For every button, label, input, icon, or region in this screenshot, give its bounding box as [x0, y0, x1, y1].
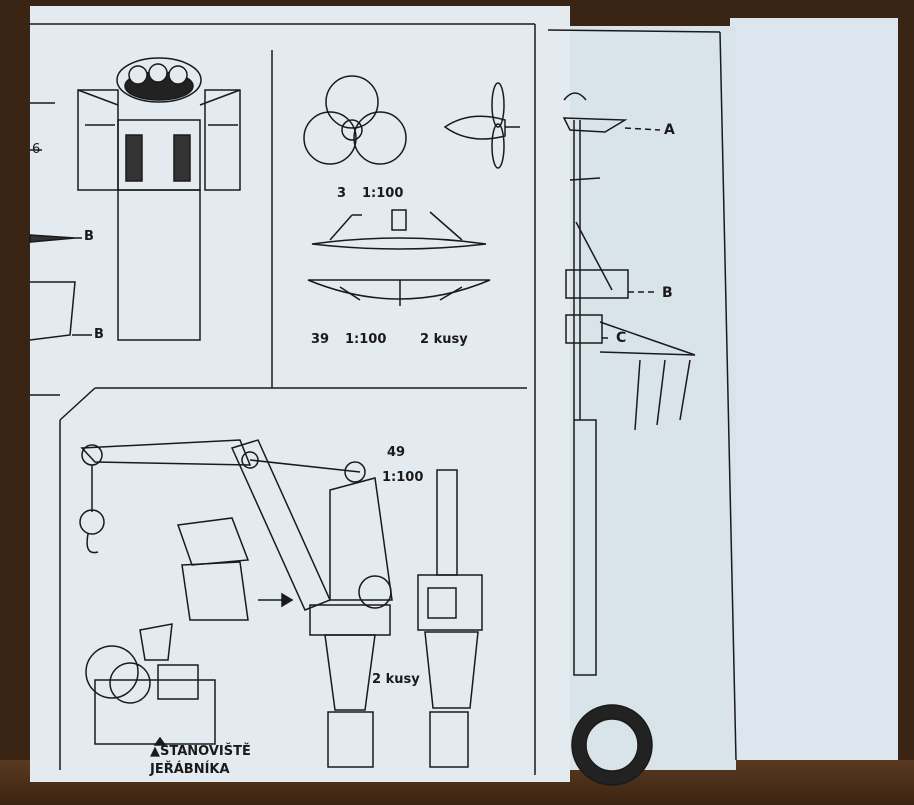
fig-39-number: 39 [311, 332, 330, 347]
left-label-b-upper: B [84, 229, 94, 244]
mast-label-b: B [662, 285, 673, 301]
fig-39-quantity: 2 kusy [420, 332, 468, 347]
frame-divider-diagonal [59, 387, 96, 421]
crane-drawing [79, 439, 483, 768]
fig-3-scale: 1:100 [362, 186, 404, 201]
crane-station-label: ▲STANOVIŠTĚ [150, 744, 251, 759]
superstructure-drawing [77, 57, 241, 341]
fig-49-quantity: 2 kusy [372, 672, 420, 687]
mast-label-c: C [616, 330, 627, 346]
mast-label-a: A [664, 122, 675, 138]
front-drawing-sheet [30, 6, 570, 782]
left-label-b-lower: B [94, 327, 104, 342]
fig-49-scale: 1:100 [382, 470, 424, 485]
back-sheet [730, 18, 898, 760]
fig-3-number: 3 [337, 186, 347, 201]
crane-operator-label: JEŘÁBNÍKA [150, 762, 230, 777]
grating-drawing [307, 209, 491, 306]
left-hull-shape [29, 281, 76, 341]
edge-number: 6 [32, 142, 41, 157]
propeller-drawing [303, 75, 520, 169]
fig-49-number: 49 [387, 445, 406, 460]
mast-drawing [547, 29, 737, 786]
fig-39-scale: 1:100 [345, 332, 387, 347]
left-spike-shape [29, 234, 76, 243]
